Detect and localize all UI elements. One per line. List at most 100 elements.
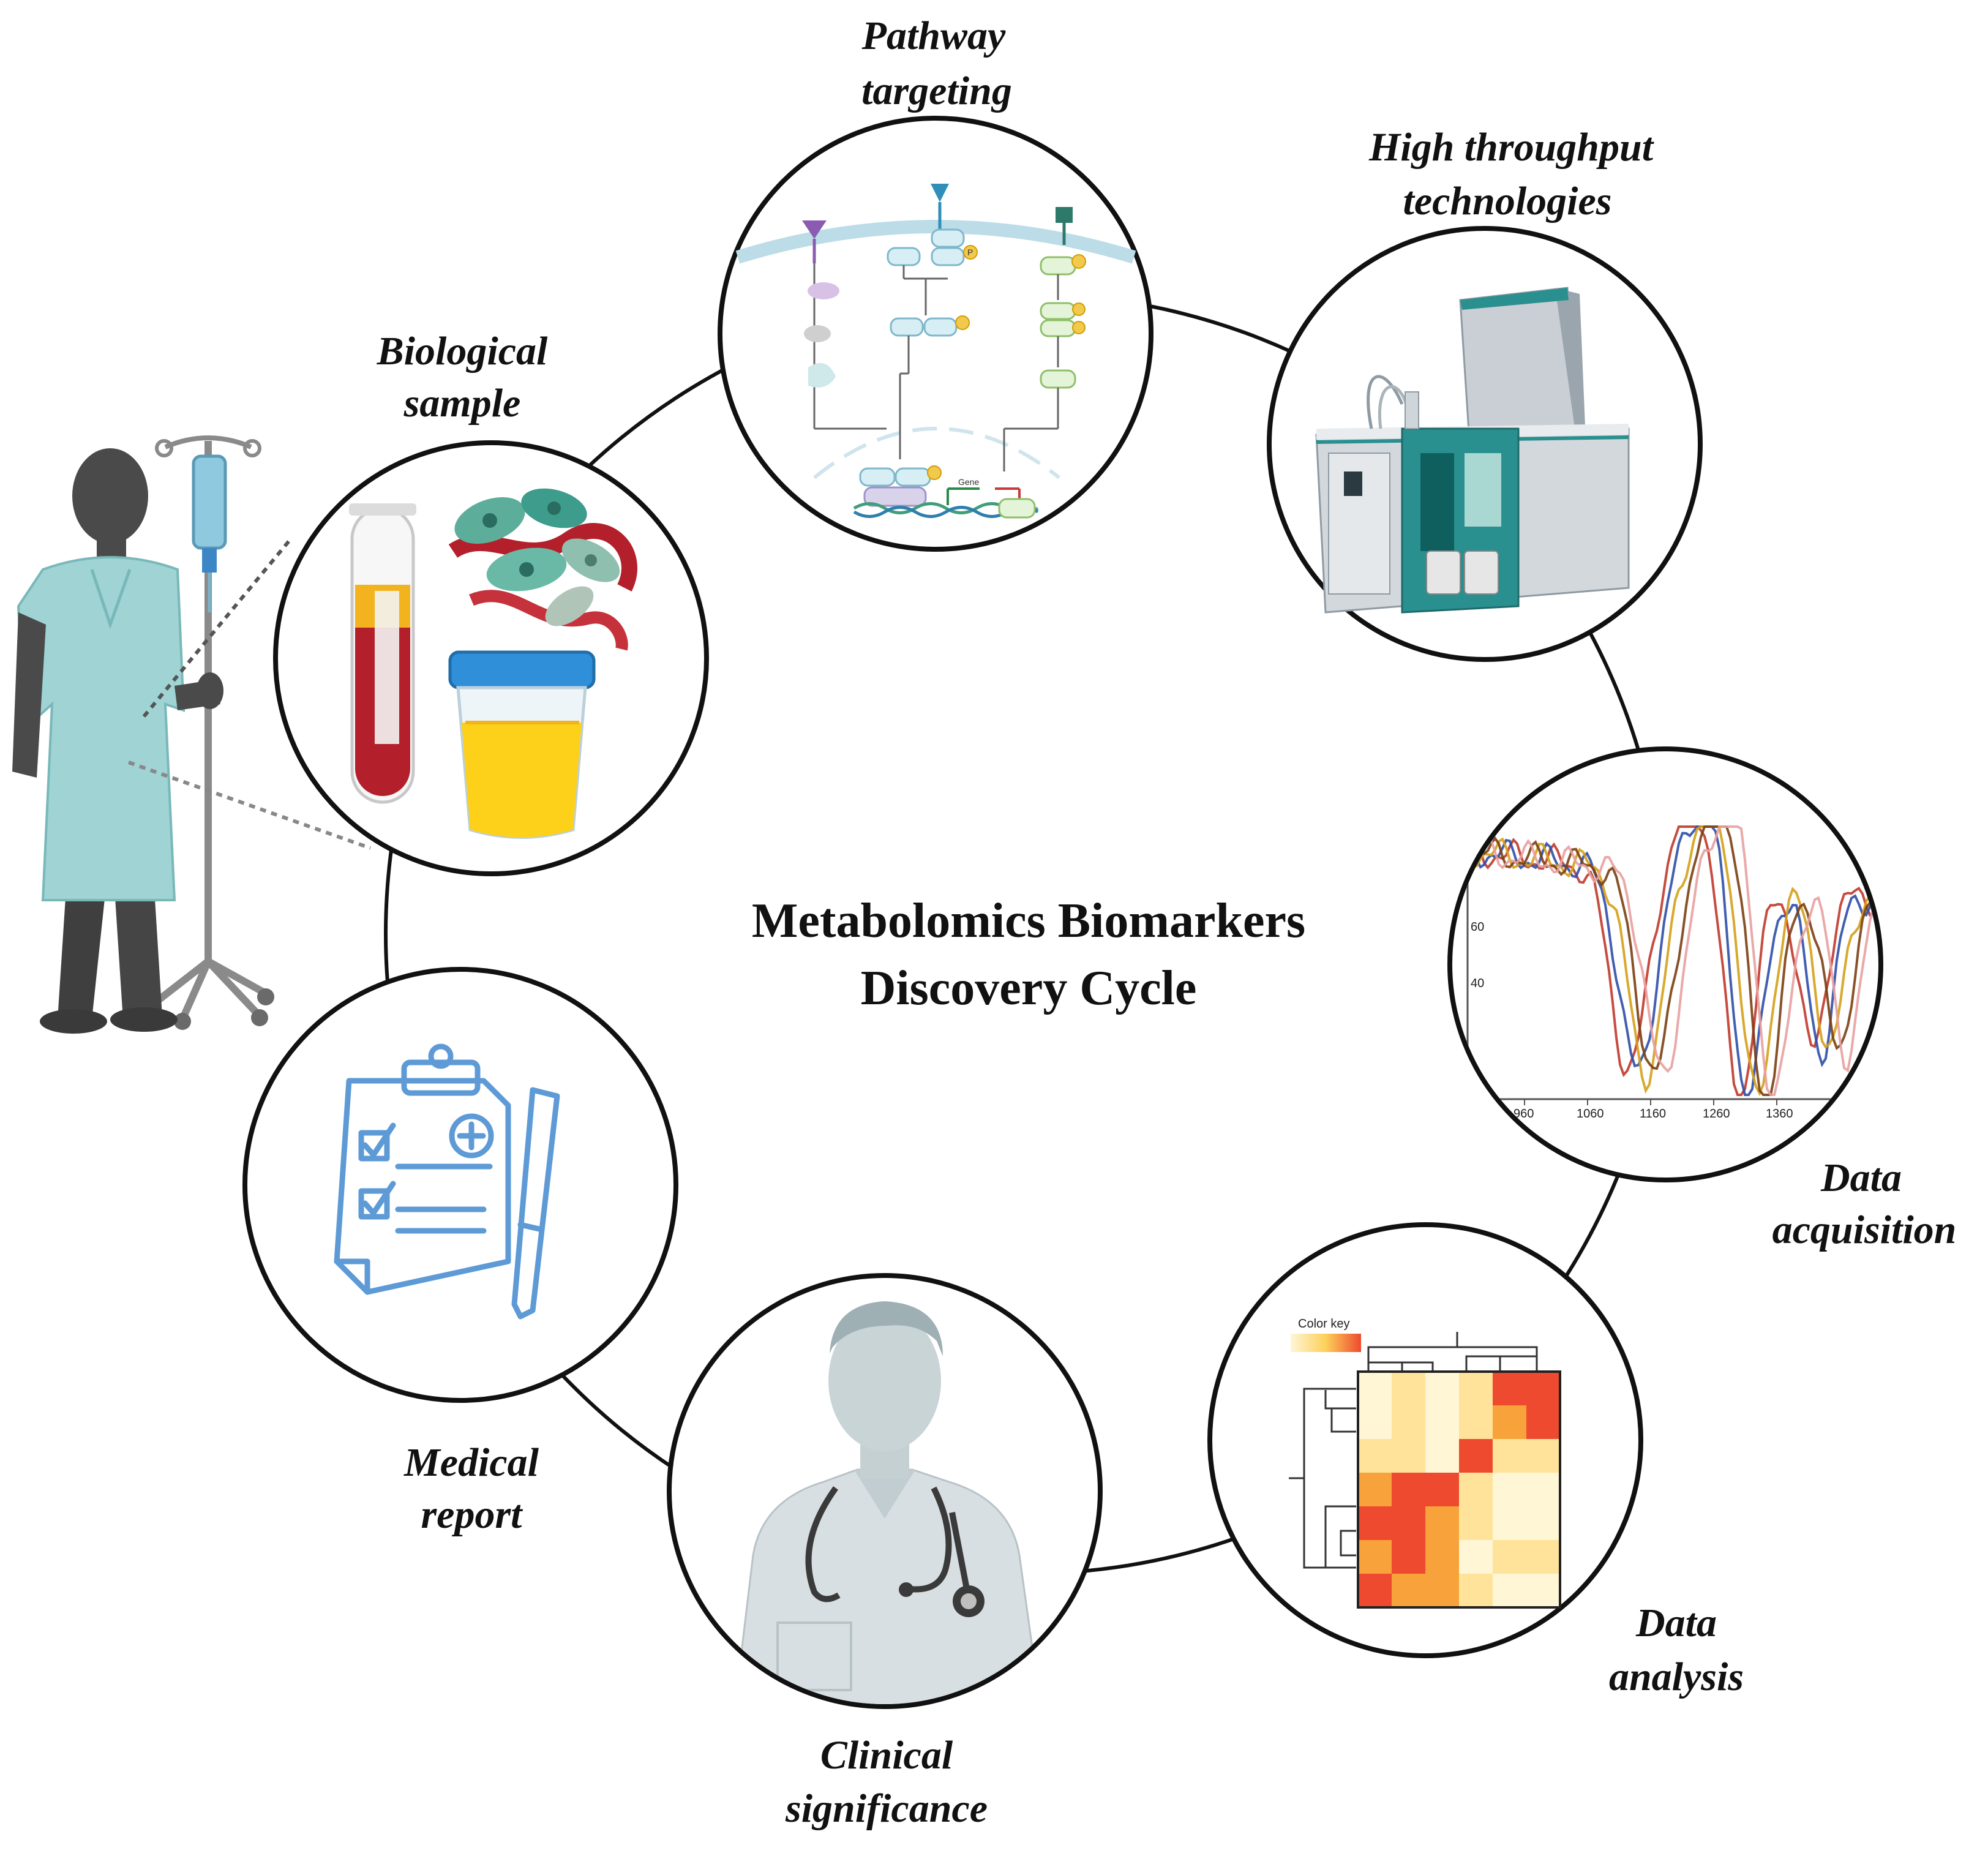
heatmap-cell [1392,1405,1425,1439]
color-key-bar [1291,1334,1361,1352]
label-biological-sample: Biological sample [377,329,548,426]
heatmap-cell [1459,1540,1493,1574]
heatmap-cell [1459,1372,1493,1405]
heatmap-cell [1493,1439,1526,1473]
heatmap-cell [1425,1506,1459,1540]
heatmap-cell [1358,1540,1392,1574]
heatmap-cell [1358,1574,1392,1607]
heatmap-cell [1526,1540,1560,1574]
heatmap-grid [1358,1372,1560,1607]
x-tick-label: 15 [1892,1107,1905,1121]
heatmap-cell [1459,1439,1493,1473]
mass-spectrometer-icon [1315,287,1630,614]
heatmap-cell [1493,1506,1526,1540]
heatmap-cell [1392,1574,1425,1607]
label-high-throughput: High throughput technologies [1368,125,1654,224]
leader-line-arm [142,538,293,718]
svg-text:acquisition: acquisition [1772,1208,1957,1252]
dendrogram [1289,1332,1538,1569]
svg-text:analysis: analysis [1609,1655,1744,1699]
gene-label: Gene [958,477,979,487]
heatmap-cell [1358,1506,1392,1540]
svg-text:Pathway: Pathway [861,13,1006,58]
blood-tube-icon [349,503,416,804]
doctor-icon [733,1301,1042,1704]
spectrum-line [1468,825,1878,1096]
node-medical-report [242,967,678,1403]
heatmap-cell [1392,1473,1425,1506]
heatmap-cell [1459,1506,1493,1540]
node-high-throughput [1267,226,1703,662]
label-clinical-significance: Clinical significance [785,1733,988,1831]
x-tick-label: 1260 [1703,1107,1730,1121]
x-tick-label: 960 [1514,1107,1534,1121]
svg-text:report: report [421,1492,523,1537]
heatmap-cell [1526,1372,1560,1405]
heatmap-cell [1425,1372,1459,1405]
node-biological-sample [273,440,709,876]
y-tick-label: 60 [1471,920,1484,934]
heatmap-cell [1526,1506,1560,1540]
heatmap-cell [1526,1439,1560,1473]
svg-text:Metabolomics Biomarkers: Metabolomics Biomarkers [752,894,1305,948]
tissue-cells-icon [448,488,637,651]
heatmap-cell [1493,1574,1526,1607]
heatmap-cell [1493,1540,1526,1574]
x-tick-label: 1360 [1766,1107,1793,1121]
patient-figure [12,435,274,1034]
heatmap-cell [1493,1372,1526,1405]
heatmap-cell [1425,1439,1459,1473]
heatmap-cell [1459,1405,1493,1439]
node-pathway-targeting: P [718,116,1153,552]
heatmap-cell [1526,1405,1560,1439]
heatmap-cell [1459,1574,1493,1607]
heatmap-cell [1358,1473,1392,1506]
diagram-title: Metabolomics Biomarkers Discovery Cycle [752,894,1305,1015]
heatmap-cell [1392,1372,1425,1405]
patient-gown [17,556,186,901]
svg-text:Medical: Medical [403,1440,539,1485]
svg-text:technologies: technologies [1403,179,1612,224]
label-medical-report: Medical report [403,1440,539,1537]
node-clinical-significance [667,1273,1103,1709]
heatmap-cell [1459,1473,1493,1506]
heatmap-cell [1526,1574,1560,1607]
color-key-label: Color key [1298,1317,1349,1331]
label-data-analysis: Data analysis [1609,1601,1744,1699]
y-tick-label: 40 [1471,977,1484,990]
heatmap-cell [1392,1540,1425,1574]
svg-text:Data: Data [1820,1155,1902,1200]
urine-cup-icon [448,650,596,839]
x-tick-label: 1160 [1640,1107,1666,1121]
x-tick-label: 1060 [1577,1107,1604,1121]
node-data-acquisition: 960 1060 1160 1260 1360 1460 15 60 40 [1447,746,1905,1182]
heatmap-cell [1425,1574,1459,1607]
node-data-analysis: Color key [1207,1222,1643,1658]
clipboard-report-icon [334,1043,560,1320]
svg-text:significance: significance [785,1786,988,1831]
heatmap-cell [1425,1540,1459,1574]
heatmap-cell [1358,1405,1392,1439]
svg-text:Clinical: Clinical [820,1733,953,1778]
spectrum-line [1468,825,1878,1096]
heatmap-cell [1526,1473,1560,1506]
label-data-acquisition: Data acquisition [1772,1155,1957,1252]
heatmap-cell [1392,1439,1425,1473]
heatmap-cell [1493,1473,1526,1506]
svg-text:High throughput: High throughput [1368,125,1654,170]
leader-line-body [127,761,372,850]
heatmap-cell [1425,1473,1459,1506]
heatmap-cell [1358,1439,1392,1473]
svg-text:Discovery Cycle: Discovery Cycle [861,961,1197,1015]
label-pathway-targeting: Pathway targeting [861,13,1012,113]
heatmap-cell [1358,1372,1392,1405]
x-tick-label: 1460 [1829,1107,1856,1121]
heatmap-cell [1392,1506,1425,1540]
signaling-pathway-icon: P [735,184,1136,519]
svg-text:Biological: Biological [377,329,548,374]
heatmap-cell [1425,1405,1459,1439]
svg-text:Data: Data [1635,1601,1717,1645]
svg-text:sample: sample [403,381,521,426]
